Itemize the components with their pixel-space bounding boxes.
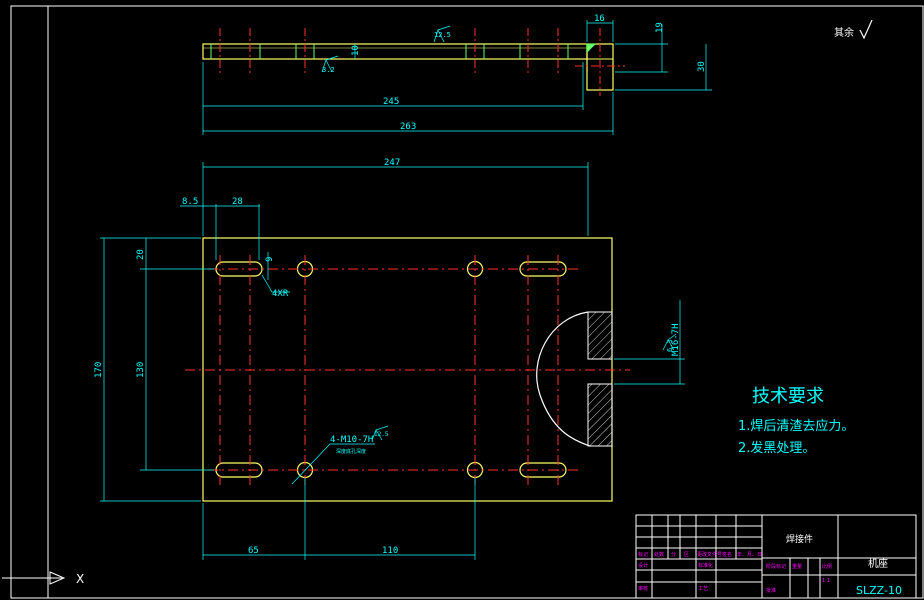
part-type: 焊接件 bbox=[786, 533, 813, 545]
ucs-axis-icon bbox=[2, 571, 66, 585]
thread-sub-note: 深度底孔深度 bbox=[336, 448, 366, 455]
thread-m16-note: M16-7H bbox=[671, 323, 681, 356]
tb-label-6: 年、月、日 bbox=[737, 551, 762, 558]
thread-note: 4-M10-7H bbox=[330, 435, 373, 445]
slot-bottom-right bbox=[519, 462, 567, 478]
tech-title: 技术要求 bbox=[752, 386, 824, 407]
tb-label-1: 处数 bbox=[654, 551, 664, 558]
top-view: 16 19 30 10 245 263 12.5 3.2 bbox=[202, 14, 712, 135]
top-view-centerlines bbox=[219, 28, 625, 96]
top-view-body bbox=[202, 43, 588, 60]
dim-8-5-label: 8.5 bbox=[182, 197, 198, 207]
dim-16-label: 16 bbox=[594, 14, 605, 24]
thread-roughness: 12.5 bbox=[374, 431, 389, 438]
dim-20-label: 20 bbox=[136, 249, 146, 260]
dim-30-label: 30 bbox=[697, 61, 707, 72]
tb-label-9: 阶段标记 bbox=[766, 563, 786, 570]
section-hatch-top bbox=[587, 311, 613, 360]
dim-170-label: 170 bbox=[94, 362, 104, 378]
dim-130-label: 130 bbox=[136, 362, 146, 378]
title-block: 标记 处数 分 区 更改文件号 签名 年、月、日 设计 标准化 阶段标记 重量 … bbox=[635, 514, 917, 599]
ucs-x-label: X bbox=[76, 572, 84, 586]
roughness-check-icon bbox=[859, 19, 873, 40]
dim-65-label: 65 bbox=[248, 546, 259, 556]
part-name: 机座 bbox=[868, 557, 888, 570]
tb-label-13: 工艺 bbox=[698, 586, 708, 592]
section-detail bbox=[536, 311, 613, 447]
tb-label-8: 标准化 bbox=[698, 562, 713, 569]
tb-label-5: 签名 bbox=[722, 551, 732, 558]
tech-item-2: 2.发黑处理。 bbox=[738, 440, 815, 456]
scale-value: 1:1 bbox=[822, 578, 830, 584]
tb-label-4: 更改文件号 bbox=[697, 551, 722, 558]
plan-view-centerlines bbox=[185, 255, 630, 485]
tb-label-7: 设计 bbox=[638, 562, 648, 569]
technical-requirements: 技术要求 1.焊后清渣去应力。 2.发黑处理。 bbox=[738, 386, 854, 456]
section-hatch-bottom bbox=[587, 383, 613, 447]
tb-label-10: 重量 bbox=[792, 563, 802, 570]
top-view-dimensions bbox=[202, 20, 712, 135]
dim-263-label: 263 bbox=[400, 122, 416, 132]
tb-label-3: 区 bbox=[684, 552, 689, 558]
section-break-arc bbox=[536, 311, 591, 447]
tb-label-0: 标记 bbox=[638, 551, 648, 558]
tb-label-14: 批准 bbox=[766, 587, 776, 594]
drawing-number: SLZZ-10 bbox=[856, 584, 902, 597]
drawing-frame bbox=[10, 5, 924, 599]
tb-label-11: 比例 bbox=[822, 563, 832, 570]
dim-245-label: 245 bbox=[383, 97, 399, 107]
roughness-value-b: 3.2 bbox=[322, 66, 335, 74]
dim-110-label: 110 bbox=[382, 546, 398, 556]
dim-19-label: 19 bbox=[655, 22, 665, 33]
top-view-green-marks bbox=[210, 43, 597, 59]
plan-view-dimensions bbox=[100, 162, 685, 560]
surface-roughness-note: 其余 bbox=[834, 26, 854, 39]
slot-radius-note: 4XR bbox=[272, 289, 289, 299]
m16-roughness: 6.3 bbox=[666, 339, 674, 352]
plan-view: 247 8.5 28 20 9 170 130 65 110 4XR 4-M10… bbox=[94, 158, 685, 560]
dim-9-label: 9 bbox=[265, 257, 275, 262]
roughness-value-a: 12.5 bbox=[434, 31, 451, 39]
slot-top-right bbox=[519, 261, 567, 277]
tech-item-1: 1.焊后清渣去应力。 bbox=[738, 418, 854, 434]
dim-247-label: 247 bbox=[384, 158, 400, 168]
dim-28-label: 28 bbox=[232, 197, 243, 207]
dim-10-label: 10 bbox=[351, 45, 361, 56]
tb-label-2: 分 bbox=[671, 551, 676, 558]
tb-label-12: 审核 bbox=[638, 585, 648, 592]
